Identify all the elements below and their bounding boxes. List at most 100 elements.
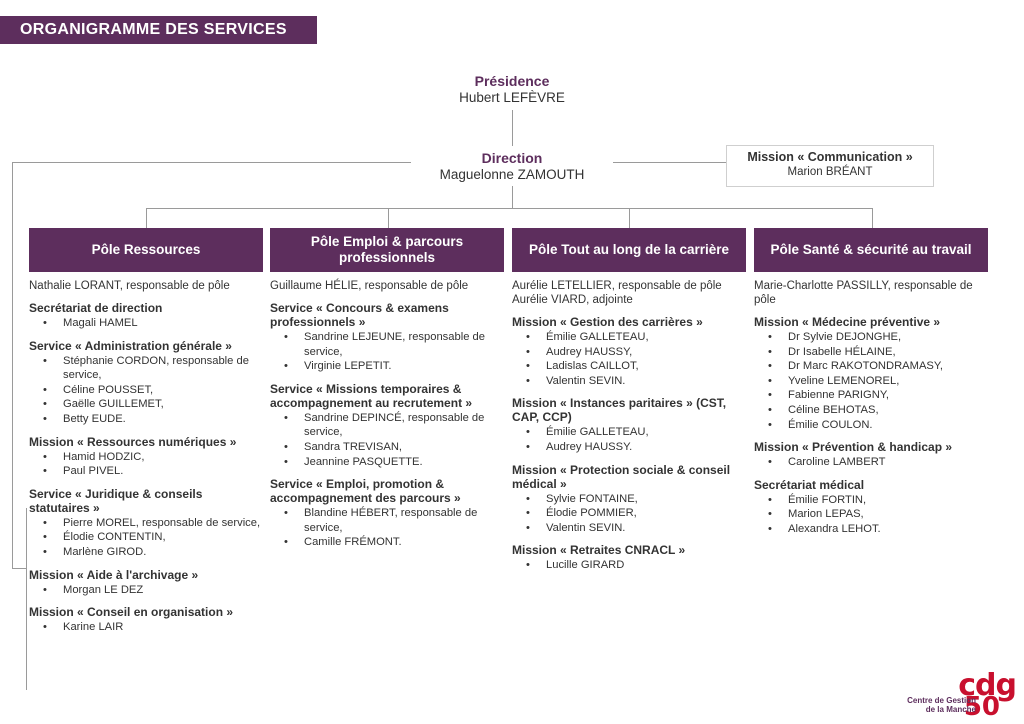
section: Mission « Conseil en organisation » Kari… xyxy=(29,605,263,635)
member-list: Sandrine LEJEUNE, responsable de service… xyxy=(270,330,504,374)
section-title: Mission « Instances paritaires » (CST, C… xyxy=(512,396,727,425)
pole-header: Pôle Ressources xyxy=(29,228,263,272)
member-item: Dr Sylvie DEJONGHE, xyxy=(754,330,988,345)
section: Mission « Instances paritaires » (CST, C… xyxy=(512,396,746,454)
member-item: Hamid HODZIC, xyxy=(29,450,263,465)
pole-lead: Marie-Charlotte PASSILLY, responsable de… xyxy=(754,280,973,306)
member-item: Fabienne PARIGNY, xyxy=(754,388,988,403)
direction-node: Direction Maguelonne ZAMOUTH xyxy=(412,150,612,182)
member-item: Émilie FORTIN, xyxy=(754,493,988,508)
pole-header: Pôle Tout au long de la carrière xyxy=(512,228,746,272)
section: Mission « Aide à l'archivage » Morgan LE… xyxy=(29,568,263,598)
section-title: Service « Missions temporaires & accompa… xyxy=(270,381,473,410)
member-item: Céline POUSSET, xyxy=(29,383,263,398)
pole-sante: Pôle Santé & sécurité au travail Marie-C… xyxy=(754,228,988,537)
direction-role: Direction xyxy=(481,150,543,166)
section: Secrétariat de direction Magali HAMEL xyxy=(29,301,263,331)
connector-direction-left xyxy=(12,162,411,163)
member-item: Émilie GALLETEAU, xyxy=(512,330,746,345)
member-list: Morgan LE DEZ xyxy=(29,583,263,598)
section-title: Service « Emploi, promotion & accompagne… xyxy=(270,477,461,506)
section: Service « Emploi, promotion & accompagne… xyxy=(270,477,504,550)
communication-box: Mission « Communication » Marion BRÉANT xyxy=(726,145,934,187)
section: Service « Missions temporaires & accompa… xyxy=(270,382,504,469)
pole-emploi: Pôle Emploi & parcours professionnels Gu… xyxy=(270,228,504,550)
section-title: Secrétariat médical xyxy=(754,477,865,492)
section-title: Mission « Protection sociale & conseil m… xyxy=(512,462,731,491)
member-list: Sylvie FONTAINE, Élodie POMMIER, Valenti… xyxy=(512,492,746,536)
member-item: Sandrine LEJEUNE, responsable de service… xyxy=(270,330,504,359)
member-list: Émilie GALLETEAU, Audrey HAUSSY, Ladisla… xyxy=(512,330,746,388)
member-item: Sylvie FONTAINE, xyxy=(512,492,746,507)
member-list: Lucille GIRARD xyxy=(512,558,746,573)
member-item: Émilie GALLETEAU, xyxy=(512,425,746,440)
section-title: Service « Juridique & conseils statutair… xyxy=(29,486,203,515)
section-title: Mission « Médecine préventive » xyxy=(754,315,941,329)
member-item: Yveline LEMENOREL, xyxy=(754,374,988,389)
page-title: ORGANIGRAMME DES SERVICES xyxy=(0,16,317,44)
communication-role: Mission « Communication » xyxy=(747,150,913,164)
member-list: Émilie FORTIN, Marion LEPAS, Alexandra L… xyxy=(754,493,988,537)
member-item: Marion LEPAS, xyxy=(754,507,988,522)
section-title: Secrétariat de direction xyxy=(29,301,163,315)
connector-pole1-bracket xyxy=(26,508,27,690)
section: Service « Juridique & conseils statutair… xyxy=(29,487,263,560)
communication-name: Marion BRÉANT xyxy=(787,166,873,178)
section-title: Service « Administration générale » xyxy=(29,338,232,353)
section: Service « Administration générale » Stép… xyxy=(29,339,263,427)
section: Mission « Ressources numériques » Hamid … xyxy=(29,435,263,479)
member-list: Hamid HODZIC, Paul PIVEL. xyxy=(29,450,263,479)
member-list: Caroline LAMBERT xyxy=(754,455,988,470)
pole-carriere: Pôle Tout au long de la carrière Aurélie… xyxy=(512,228,746,573)
member-item: Valentin SEVIN. xyxy=(512,374,746,389)
pole-header: Pôle Santé & sécurité au travail xyxy=(754,228,988,272)
member-list: Pierre MOREL, responsable de service, Él… xyxy=(29,516,263,560)
presidence-role: Présidence xyxy=(474,73,550,89)
member-item: Dr Isabelle HÉLAINE, xyxy=(754,345,988,360)
member-list: Blandine HÉBERT, responsable de service,… xyxy=(270,506,504,550)
member-item: Blandine HÉBERT, responsable de service, xyxy=(270,506,504,535)
section-title: Mission « Prévention & handicap » xyxy=(754,440,953,455)
member-item: Sandrine DEPINCÉ, responsable de service… xyxy=(270,411,504,440)
connector-pole-4 xyxy=(872,208,873,228)
section: Mission « Gestion des carrières » Émilie… xyxy=(512,315,746,388)
member-item: Jeannine PASQUETTE. xyxy=(270,455,504,470)
cdg-logo: cdg 50 Centre de Gestion de la Manche xyxy=(906,668,1018,722)
member-item: Betty EUDE. xyxy=(29,412,263,427)
member-item: Paul PIVEL. xyxy=(29,464,263,479)
connector-direction-down xyxy=(512,186,513,208)
member-list: Magali HAMEL xyxy=(29,316,263,331)
pole-lead: Guillaume HÉLIE, responsable de pôle xyxy=(270,280,469,292)
section: Service « Concours & examens professionn… xyxy=(270,301,504,374)
logo-brand: cdg xyxy=(958,668,1017,703)
connector-presidence-direction xyxy=(512,110,513,146)
connector-direction-comm xyxy=(613,162,726,163)
member-item: Dr Marc RAKOTONDRAMASY, xyxy=(754,359,988,374)
member-item: Audrey HAUSSY, xyxy=(512,345,746,360)
section-title: Mission « Conseil en organisation » xyxy=(29,605,234,620)
member-item: Lucille GIRARD xyxy=(512,558,746,573)
connector-pole-2 xyxy=(388,208,389,228)
member-item: Valentin SEVIN. xyxy=(512,521,746,536)
member-item: Sandra TREVISAN, xyxy=(270,440,504,455)
member-item: Pierre MOREL, responsable de service, xyxy=(29,516,263,531)
member-item: Camille FRÉMONT. xyxy=(270,535,504,550)
member-item: Céline BEHOTAS, xyxy=(754,403,988,418)
pole-lead: Nathalie LORANT, responsable de pôle xyxy=(29,280,230,292)
logo-number: 50 xyxy=(963,692,1000,722)
member-list: Sandrine DEPINCÉ, responsable de service… xyxy=(270,411,504,469)
member-list: Karine LAIR xyxy=(29,620,263,635)
member-item: Alexandra LEHOT. xyxy=(754,522,988,537)
section-title: Mission « Ressources numériques » xyxy=(29,434,237,449)
section: Mission « Retraites CNRACL » Lucille GIR… xyxy=(512,543,746,573)
section-title: Mission « Gestion des carrières » xyxy=(512,315,703,329)
member-item: Élodie POMMIER, xyxy=(512,506,746,521)
member-item: Émilie COULON. xyxy=(754,418,988,433)
section-title: Service « Concours & examens professionn… xyxy=(270,301,449,329)
section-title: Mission « Aide à l'archivage » xyxy=(29,567,199,582)
member-item: Audrey HAUSSY. xyxy=(512,440,746,455)
presidence-name: Hubert LEFÈVRE xyxy=(459,90,565,105)
section: Mission « Prévention & handicap » Caroli… xyxy=(754,440,988,470)
member-list: Émilie GALLETEAU, Audrey HAUSSY. xyxy=(512,425,746,454)
member-item: Caroline LAMBERT xyxy=(754,455,988,470)
